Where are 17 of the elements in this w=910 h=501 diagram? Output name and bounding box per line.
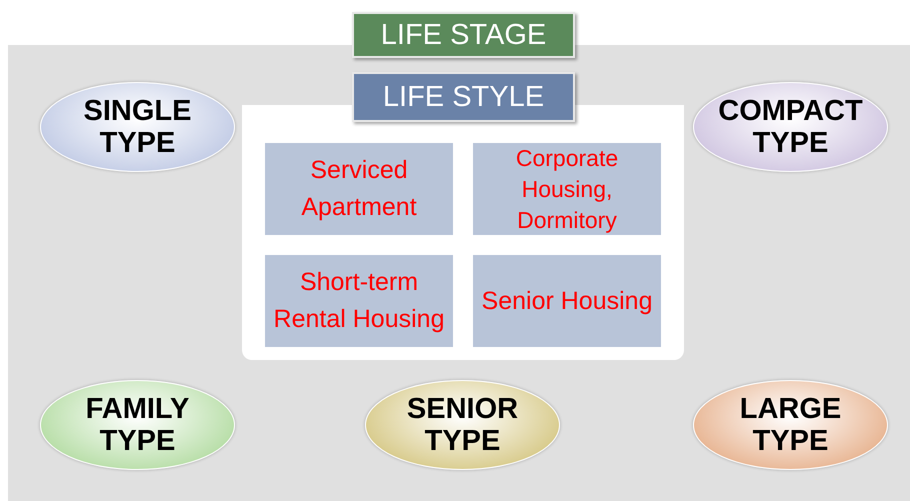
stage-panel bbox=[8, 12, 910, 501]
style-heading: LIFE STYLE bbox=[352, 72, 575, 122]
type-label: FAMILY TYPE bbox=[84, 393, 190, 457]
type-label: SENIOR TYPE bbox=[406, 393, 520, 457]
style-panel bbox=[242, 72, 684, 360]
housing-box bbox=[265, 255, 453, 347]
housing-box bbox=[473, 255, 661, 347]
housing-label: Senior Housing bbox=[482, 286, 652, 316]
housing-label: Serviced Apartment bbox=[300, 155, 418, 223]
stage-heading: LIFE STAGE bbox=[352, 12, 575, 58]
housing-label: Corporate Housing, Dormitory bbox=[514, 144, 620, 235]
type-label: SINGLE TYPE bbox=[82, 95, 192, 159]
type-label: COMPACT TYPE bbox=[717, 95, 864, 159]
housing-box bbox=[265, 143, 453, 235]
housing-label: Short-term Rental Housing bbox=[272, 267, 446, 335]
type-label: LARGE TYPE bbox=[738, 393, 842, 457]
housing-box bbox=[473, 143, 661, 235]
